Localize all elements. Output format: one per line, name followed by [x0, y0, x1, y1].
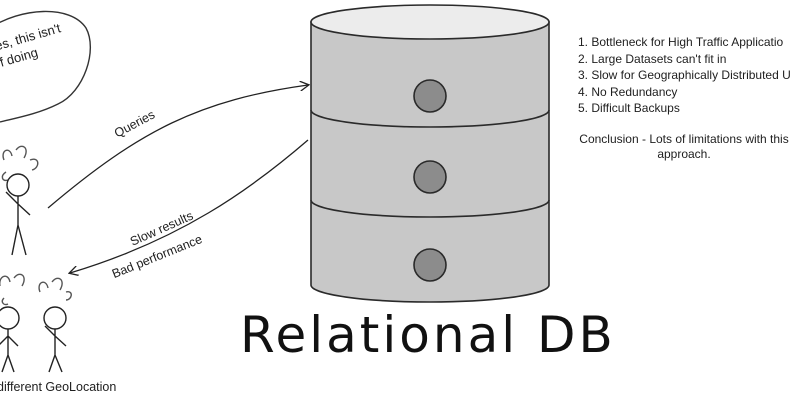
response-arrow [70, 139, 309, 273]
conclusion-text: Conclusion - Lots of limitations with th… [579, 132, 789, 161]
stick-figure-user-3 [38, 277, 72, 373]
thought-bubble [0, 10, 91, 123]
database-title: Relational DB [240, 306, 616, 364]
limitation-item: 3. Slow for Geographically Distributed U [578, 68, 791, 82]
stick-figure-user-1 [1, 145, 39, 256]
users-caption: different GeoLocation [0, 380, 117, 394]
cylinder-band-1 [310, 109, 550, 128]
stick-figure-user-2 [0, 273, 25, 373]
limitation-item: 4. No Redundancy [578, 84, 678, 99]
cylinder-top [310, 4, 550, 40]
queries-arrow [47, 85, 308, 209]
cylinder-band-2 [310, 199, 550, 218]
limitation-item: 2. Large Datasets can't fit in [578, 51, 727, 66]
database-cylinder [310, 4, 550, 303]
limitation-item: 1. Bottleneck for High Traffic Applicati… [578, 35, 784, 49]
limitation-item: 5. Difficult Backups [578, 101, 680, 115]
limitations-list: 1. Bottleneck for High Traffic Applicati… [578, 34, 791, 117]
disk-indicator-2 [413, 160, 447, 194]
disk-indicator-1 [413, 79, 447, 113]
disk-indicator-3 [413, 248, 447, 282]
